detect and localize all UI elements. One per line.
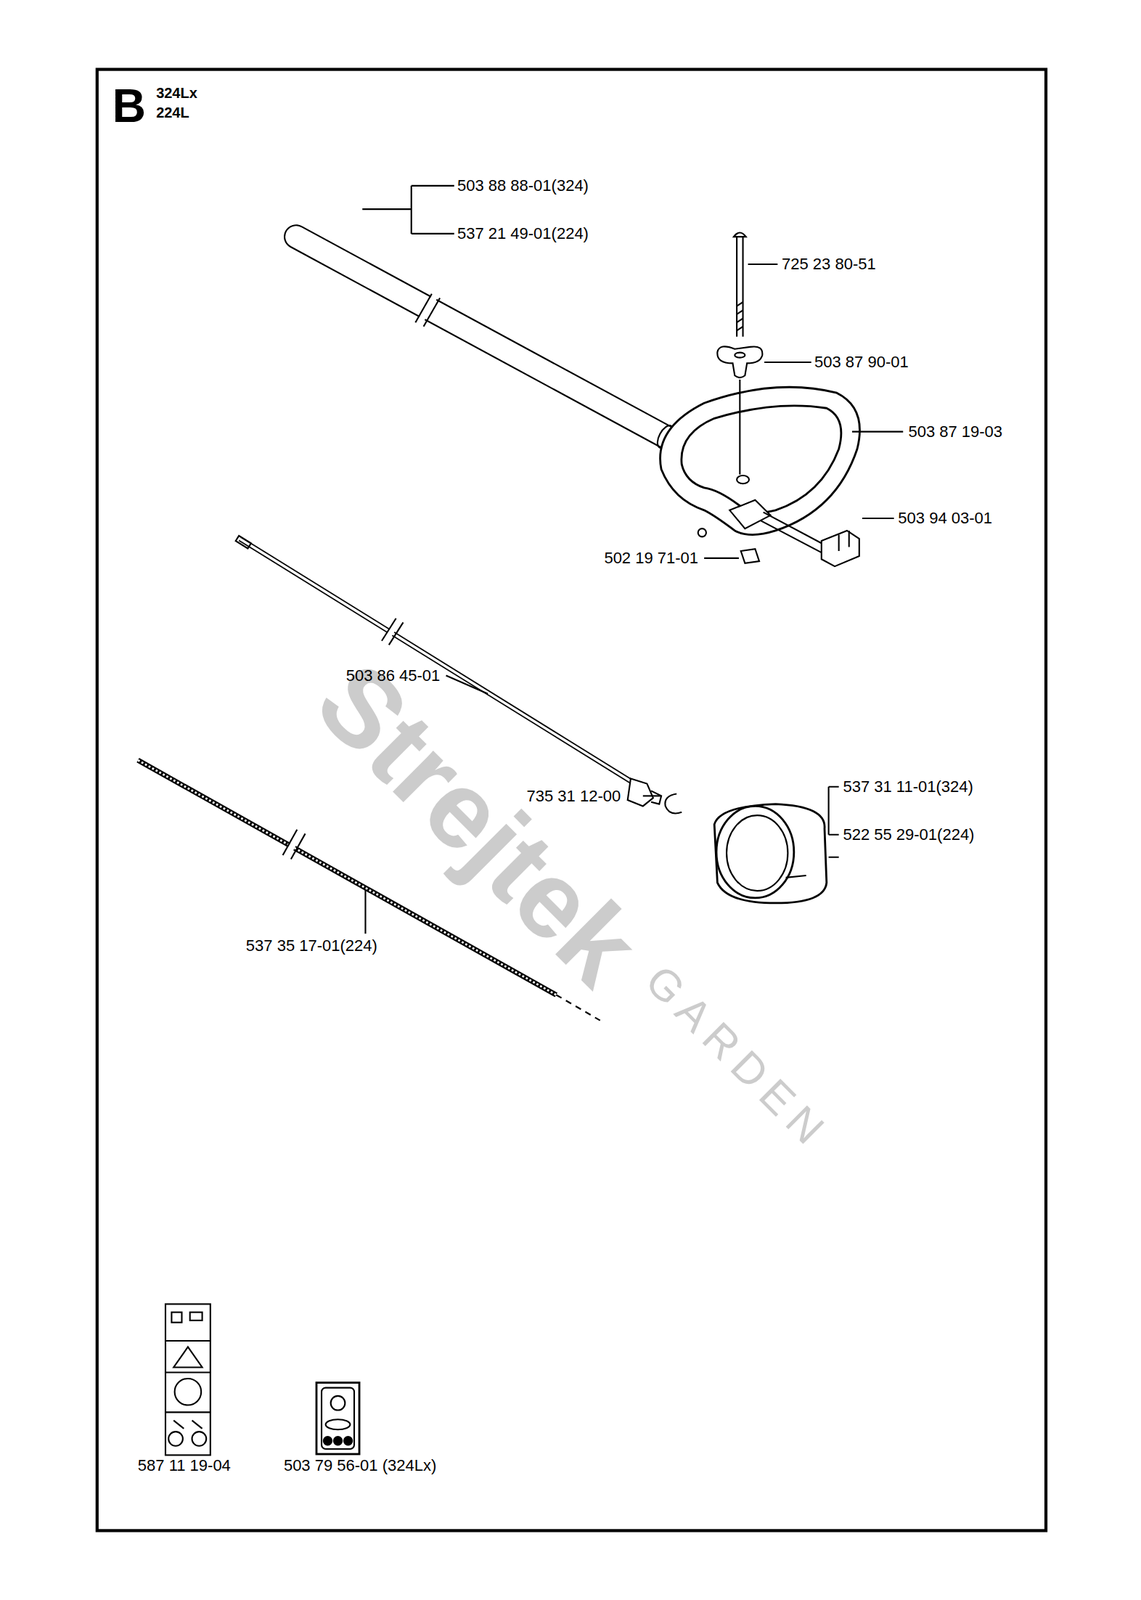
part-number: 735 31 12-00 (526, 787, 622, 805)
model-name: 324Lx (156, 84, 198, 101)
part-number: 503 94 03-01 (897, 509, 993, 527)
part-number: 522 55 29-01(224) (842, 825, 975, 844)
section-letter: B (112, 80, 146, 132)
part-number: 503 79 56-01 (324Lx) (283, 1456, 437, 1475)
part-number: 587 11 19-04 (137, 1456, 231, 1475)
part-number: 503 87 19-03 (908, 423, 1003, 441)
part-number: 503 86 45-01 (346, 667, 441, 685)
part-number: 725 23 80-51 (781, 255, 877, 273)
part-number: 503 87 90-01 (814, 353, 909, 371)
watermark: GARDEN (636, 955, 840, 1159)
part-number: 537 21 49-01(224) (457, 225, 589, 243)
part-number: 537 35 17-01(224) (246, 937, 378, 955)
part-number: 537 31 11-01(324) (842, 778, 973, 796)
part-number: 503 88 88-01(324) (457, 177, 589, 195)
part-number: 502 19 71-01 (603, 549, 699, 567)
model-name: 224L (156, 104, 190, 121)
